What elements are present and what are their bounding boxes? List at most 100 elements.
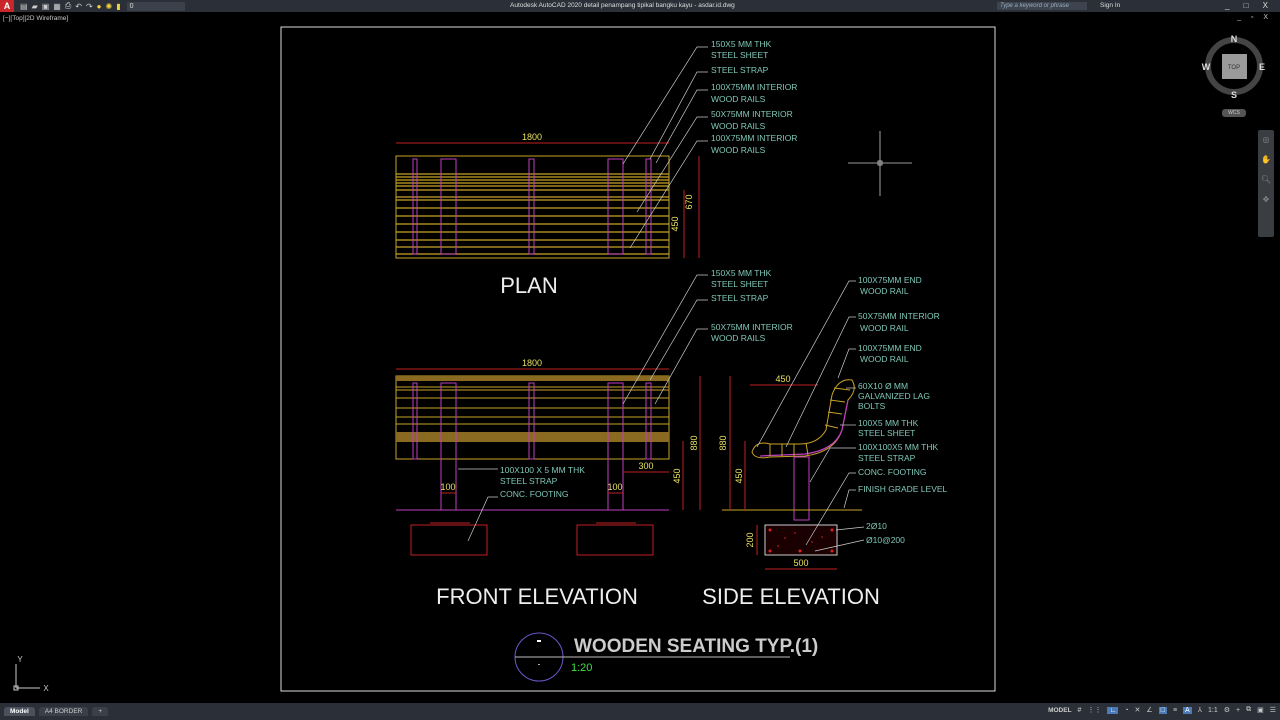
drawing-group xyxy=(396,382,862,511)
plus-icon[interactable]: + xyxy=(1236,706,1241,714)
drawing-line xyxy=(440,158,457,255)
save-icon[interactable]: ▣ xyxy=(41,1,50,11)
paper-border xyxy=(280,26,996,692)
ortho-icon[interactable]: ∟ xyxy=(1107,706,1119,714)
drawing-line xyxy=(629,140,708,249)
tab-a4-border[interactable]: A4 BORDER xyxy=(38,707,89,716)
drawing-label: 150X5 MM THK xyxy=(711,39,772,49)
isolate-icon[interactable]: ⧉ xyxy=(1246,706,1252,713)
drawing-line xyxy=(412,158,418,255)
drawing-label: 1800 xyxy=(522,358,542,368)
lock-icon[interactable]: ▮ xyxy=(116,1,121,11)
osnap-icon[interactable]: □ xyxy=(1158,706,1167,714)
gear-icon[interactable]: ⚙ xyxy=(1223,707,1230,714)
drawing-group xyxy=(396,142,700,258)
annotation-icon[interactable]: A xyxy=(1183,706,1192,714)
sign-in-button[interactable]: Sign In xyxy=(1100,2,1121,9)
menu-icon[interactable]: ☰ xyxy=(1269,707,1276,714)
drawing-line xyxy=(827,411,843,415)
app-menu-button[interactable]: A xyxy=(0,0,14,12)
open-icon[interactable]: ▰ xyxy=(31,1,38,11)
drawing-group xyxy=(729,376,837,570)
drawing-label: TOP xyxy=(1228,65,1240,71)
drawing-line xyxy=(756,280,856,448)
drawing-label: STEEL SHEET xyxy=(711,279,768,289)
new-icon[interactable]: ▤ xyxy=(20,1,28,11)
drawing-line xyxy=(395,155,670,259)
ucs-icon: Y X xyxy=(13,655,49,693)
drawing-line xyxy=(410,524,488,556)
side-elevation-title: SIDE ELEVATION xyxy=(702,584,880,609)
drawing-line xyxy=(528,158,535,255)
viewcube[interactable]: TOP N S E W xyxy=(1202,34,1265,100)
undo-icon[interactable]: ↶ xyxy=(75,1,82,11)
drawing-label: 880 xyxy=(689,435,699,450)
drawing-line xyxy=(751,379,855,459)
drawing-line xyxy=(622,46,708,165)
drawing-group xyxy=(412,158,652,255)
drawing-line xyxy=(654,328,708,405)
annotation-scale-icon[interactable]: ⅄ xyxy=(1197,707,1202,714)
drawing-line xyxy=(784,537,786,539)
sun-icon[interactable]: ✺ xyxy=(105,1,113,11)
plot-icon[interactable]: ⎙ xyxy=(64,1,72,10)
viewport-window-controls[interactable]: _ ▫ X xyxy=(1237,14,1272,21)
lineweight-icon[interactable]: ≡ xyxy=(1172,706,1178,714)
grid-icon[interactable]: # xyxy=(1077,706,1082,714)
drawing-label: 50X75MM INTERIOR xyxy=(711,322,793,332)
layer-dropdown[interactable]: 0 xyxy=(126,1,185,11)
drawing-label: Y xyxy=(17,655,23,664)
tab-model[interactable]: Model xyxy=(4,707,35,716)
drawing-label: 200 xyxy=(745,532,755,547)
drawing-label: 100X5 MM THK xyxy=(858,418,919,428)
drawing-line xyxy=(649,71,708,160)
drawing-line xyxy=(768,528,772,532)
bulb-icon[interactable]: ● xyxy=(96,1,102,11)
search-input[interactable]: Type a keyword or phrase xyxy=(997,2,1087,10)
drawing-line xyxy=(396,376,669,381)
drawing-label: WOOD RAIL xyxy=(860,286,909,296)
drawing-line xyxy=(809,447,856,483)
viewport-controls[interactable]: [−][Top][2D Wireframe] xyxy=(3,15,69,22)
drawing-line xyxy=(794,532,796,534)
drawing-label: WOOD RAIL xyxy=(860,323,909,333)
title-bar: A ▤▰▣▦⎙↶↷●✺▮ 0 Autodesk AutoCAD 2020 det… xyxy=(0,0,1280,12)
redo-icon[interactable]: ↷ xyxy=(85,1,93,11)
snap-icon[interactable]: ⋮⋮ xyxy=(1087,707,1102,714)
drawing-line xyxy=(622,274,708,405)
drawing-line xyxy=(824,424,839,429)
fullscreen-icon[interactable]: ▣ xyxy=(1257,707,1264,714)
drawing-line xyxy=(537,640,541,642)
dim-plan-670: 670 xyxy=(684,194,694,209)
title-block: WOODEN SEATING TYP.(1) 1:20 xyxy=(514,632,818,682)
front-elevation-view: 1800 100 100 300 450 880 150X5 MM THKSTE… xyxy=(395,268,862,609)
drawing-group xyxy=(396,386,669,425)
window-controls[interactable]: _ □ X xyxy=(1224,1,1274,10)
drawing-label: WOOD RAILS xyxy=(711,94,766,104)
drawing-label: 50X75MM INTERIOR xyxy=(711,109,793,119)
drawing-label: WOOD RAILS xyxy=(711,333,766,343)
drawing-line xyxy=(1205,37,1263,95)
window-title: Autodesk AutoCAD 2020 detail penampang t… xyxy=(510,2,735,9)
navigation-bar[interactable]: ◎✋🔍︎✥ xyxy=(1258,130,1274,237)
wcs-dropdown[interactable]: WCS xyxy=(1222,109,1246,117)
model-space-button[interactable]: MODEL xyxy=(1048,706,1072,714)
save-as-icon[interactable]: ▦ xyxy=(53,1,61,11)
angle-icon[interactable]: ∠ xyxy=(1146,707,1153,714)
add-layout-button[interactable]: + xyxy=(92,707,109,716)
drawing-label: 100 xyxy=(440,482,455,492)
osnap-track-icon[interactable]: ✕ xyxy=(1134,707,1141,714)
front-elevation-title: FRONT ELEVATION xyxy=(436,584,638,609)
scale-dropdown[interactable]: 1:1 xyxy=(1207,706,1218,714)
drawing-line xyxy=(833,387,851,391)
polar-icon[interactable]: ◔ xyxy=(1124,706,1129,714)
drawing-label: STEEL STRAP xyxy=(711,65,769,75)
drawing-line xyxy=(830,549,834,553)
drawing-label: E xyxy=(1259,62,1265,72)
drawing-label: 2Ø10 xyxy=(866,521,887,531)
